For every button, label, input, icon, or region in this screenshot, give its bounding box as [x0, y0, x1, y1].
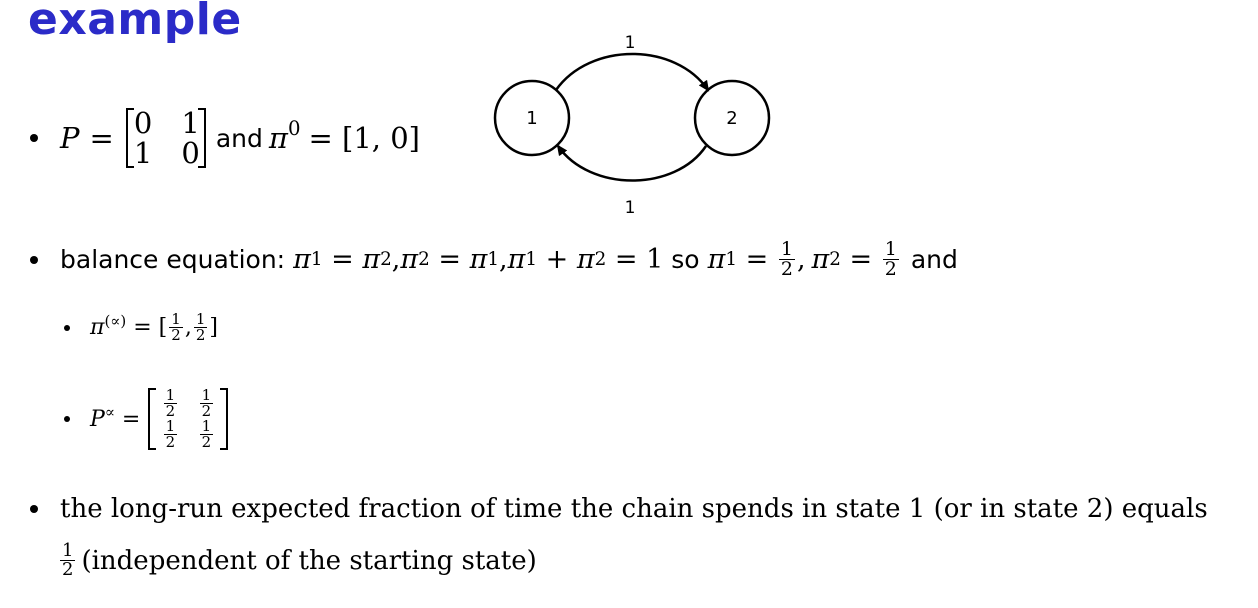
fraction-numerator: 1	[165, 417, 176, 435]
markov-chain-diagram: 1 2 1 1	[493, 33, 771, 218]
bullet-dot	[30, 134, 38, 142]
equals-sign: =	[737, 244, 777, 275]
equals-sign: =	[114, 406, 141, 432]
fraction-denominator: 2	[163, 402, 178, 420]
equals-sign: =	[429, 244, 470, 275]
pi-superscript: 0	[287, 116, 301, 140]
bullet-line-long-run-fraction: the long-run expected fraction of time t…	[30, 494, 1208, 524]
subscript: 2	[829, 249, 841, 270]
balance-equation-label: balance equation:	[60, 245, 286, 274]
fraction-denominator: 2	[199, 402, 214, 420]
fraction-numerator: 1	[62, 540, 74, 561]
fraction-numerator: 1	[201, 386, 212, 404]
subscript: 1	[487, 249, 500, 270]
subscript: 2	[418, 249, 430, 270]
matrix-cell: 1	[181, 106, 200, 140]
matrix-cell: 0	[181, 136, 200, 170]
pi-symbol: π	[707, 244, 726, 275]
equals-bracket: = [	[126, 315, 168, 340]
and-text: and	[215, 123, 263, 153]
slide-title: example	[28, 0, 242, 45]
fraction-denominator: 2	[882, 258, 899, 280]
subscript: 1	[310, 249, 323, 270]
equals-sign: =	[322, 244, 363, 275]
pi-symbol: π	[576, 244, 595, 275]
pi-symbol: π	[362, 244, 381, 275]
fraction-one-half: 1 2	[193, 310, 208, 344]
bullet-line-stationary-distribution: π(∝) = [ 1 2 , 1 2 ]	[64, 312, 218, 343]
pi-symbol: π	[507, 244, 526, 275]
long-run-text: the long-run expected fraction of time t…	[60, 494, 1208, 524]
state-2-label: 2	[726, 108, 737, 129]
state-2-node	[693, 79, 771, 157]
pi-symbol: π	[293, 244, 311, 275]
comma: ,	[391, 244, 401, 275]
p-symbol: P	[90, 406, 105, 432]
comma: ,	[796, 244, 806, 275]
fraction-numerator: 1	[171, 310, 181, 328]
p-symbol: P	[60, 121, 80, 155]
bullet-dot	[64, 416, 70, 422]
fraction-numerator: 1	[884, 238, 897, 260]
fraction-numerator: 1	[201, 417, 212, 435]
pi-symbol: π	[811, 244, 830, 275]
subscript: 1	[525, 249, 538, 270]
pi-symbol: π	[268, 121, 288, 155]
fraction-one-half: 1 2	[60, 540, 76, 580]
fraction-denominator: 2	[169, 326, 183, 344]
comma: ,	[499, 244, 508, 275]
fraction-denominator: 2	[199, 433, 214, 451]
independence-note: (independent of the starting state)	[81, 545, 537, 576]
transition-matrix: 0 1 1 0	[125, 106, 206, 170]
matrix-cell: 0	[133, 106, 153, 140]
subscript: 2	[380, 249, 392, 270]
fraction-one-half: 1 2	[169, 312, 183, 343]
state-1-label: 1	[526, 108, 537, 129]
and-text: and	[910, 245, 958, 274]
subscript: 2	[594, 249, 607, 270]
edge-1-to-2-label: 1	[625, 33, 636, 53]
matrix-cell: 1	[133, 136, 153, 170]
subscript: 1	[725, 249, 738, 270]
pi-symbol: π	[469, 244, 488, 275]
fraction-denominator: 2	[163, 433, 178, 451]
fraction-one-half: 1 2	[778, 238, 795, 280]
comma: ,	[184, 315, 192, 340]
edge-1-to-2	[554, 52, 710, 92]
fraction-denominator: 2	[193, 326, 208, 344]
bullet-dot	[30, 505, 38, 513]
p-superscript: ∝	[104, 403, 115, 421]
edge-2-to-1-label: 1	[625, 198, 636, 218]
initial-distribution: = [1, 0]	[308, 121, 420, 155]
bullet-dot	[30, 255, 38, 264]
pi-symbol: π	[90, 315, 105, 340]
fraction-numerator: 1	[195, 310, 206, 328]
fraction-denominator: 2	[60, 559, 76, 580]
plus-sign: +	[537, 244, 577, 275]
fraction-denominator: 2	[778, 258, 795, 280]
edge-2-to-1	[556, 144, 708, 182]
pi-symbol: π	[400, 244, 419, 275]
close-bracket: ]	[209, 315, 218, 340]
state-1-node	[493, 79, 571, 157]
equals-sign: =	[89, 121, 114, 155]
fraction-numerator: 1	[780, 238, 793, 260]
fraction-numerator: 1	[165, 386, 176, 404]
bullet-line-long-run-continuation: 1 2 (independent of the starting state)	[58, 542, 537, 579]
fraction-one-half: 1 2	[882, 238, 899, 280]
bullet-dot	[64, 324, 70, 331]
equals-sign: =	[840, 244, 881, 275]
equals-one: = 1	[606, 244, 664, 275]
so-text: so	[671, 245, 700, 274]
pi-superscript: (∝)	[104, 311, 127, 330]
